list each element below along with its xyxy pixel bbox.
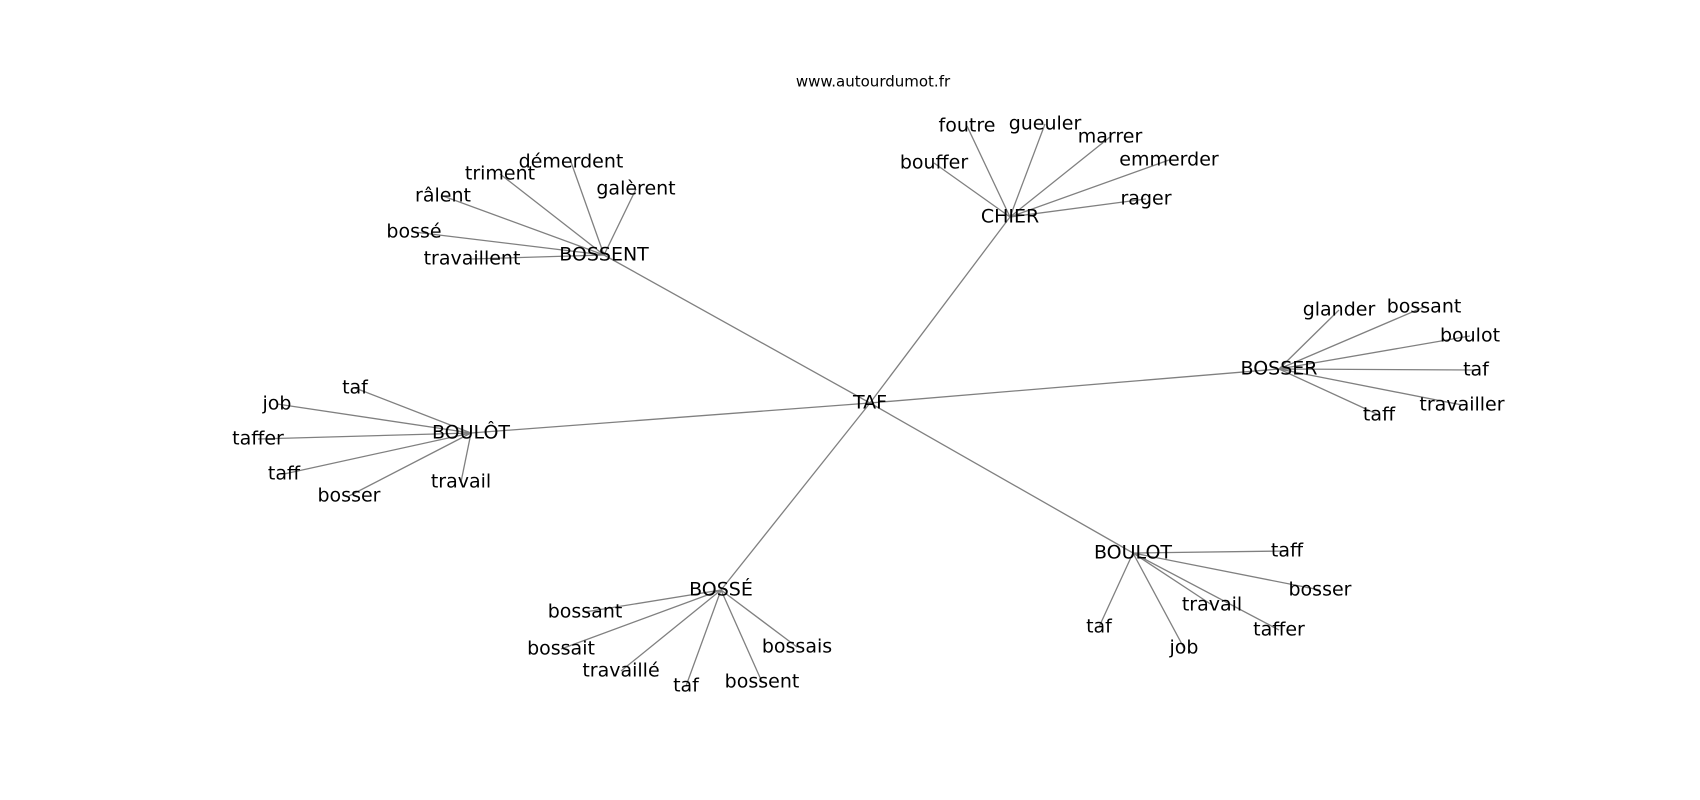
edge-bosse-accent-bossait bbox=[560, 589, 722, 650]
node-leaf-bosse-accent-bossant[interactable]: bossant bbox=[548, 601, 623, 623]
node-leaf-chier-bouffer[interactable]: bouffer bbox=[900, 152, 969, 174]
edge-bosse-accent-bossant bbox=[584, 589, 722, 613]
edge-chier-marrer bbox=[1009, 136, 1111, 218]
node-leaf-bosser-glander[interactable]: glander bbox=[1303, 299, 1376, 321]
edge-bosser-bossant bbox=[1278, 306, 1425, 370]
node-leaf-bosse-accent-bossent[interactable]: bossent bbox=[725, 671, 800, 693]
node-leaf-boulot-accent-taf[interactable]: taf bbox=[342, 377, 369, 399]
node-leaf-boulot-accent-bosser[interactable]: bosser bbox=[318, 485, 381, 507]
node-leaf-boulot-travail[interactable]: travail bbox=[1182, 594, 1242, 616]
node-leaf-chier-gueuler[interactable]: gueuler bbox=[1009, 113, 1082, 135]
edge-boulot-accent-travail bbox=[460, 432, 472, 483]
edge-taf-boulot bbox=[869, 402, 1134, 554]
edge-taf-boulot-accent bbox=[470, 402, 871, 434]
node-leaf-boulot-accent-job[interactable]: job bbox=[262, 393, 292, 415]
node-leaf-boulot-taffer[interactable]: taffer bbox=[1253, 619, 1305, 641]
node-leaf-bosse-accent-taf[interactable]: taf bbox=[673, 675, 700, 697]
edge-chier-foutre bbox=[966, 125, 1011, 218]
node-leaf-boulot-taf[interactable]: taf bbox=[1086, 616, 1113, 638]
edges bbox=[257, 123, 1477, 687]
node-hub-boulot-accent[interactable]: BOULÔT bbox=[432, 420, 510, 444]
node-leaf-chier-marrer[interactable]: marrer bbox=[1078, 126, 1143, 148]
edge-boulot-accent-taf bbox=[354, 387, 472, 434]
edge-chier-emmerder bbox=[1009, 159, 1170, 218]
node-leaf-bossent-bosse[interactable]: bossé bbox=[386, 221, 441, 243]
node-hub-bosse-accent[interactable]: BOSSÉ bbox=[689, 578, 753, 601]
edge-bosser-travailler bbox=[1278, 368, 1463, 406]
edge-chier-rager bbox=[1009, 198, 1147, 218]
node-leaf-bosse-accent-bossais[interactable]: bossais bbox=[762, 636, 832, 658]
edge-taf-bosser bbox=[869, 368, 1280, 404]
edge-boulot-accent-job bbox=[276, 403, 472, 434]
node-hub-boulot[interactable]: BOULOT bbox=[1094, 542, 1172, 564]
edge-bossent-triment bbox=[499, 173, 605, 256]
edge-bosse-accent-bossais bbox=[720, 589, 798, 648]
edge-taf-bossent bbox=[603, 254, 871, 404]
edge-boulot-accent-taffer bbox=[257, 432, 472, 440]
node-leaf-bosser-bossant[interactable]: bossant bbox=[1387, 296, 1462, 318]
node-leaf-bosser-travailler[interactable]: travailler bbox=[1419, 394, 1504, 416]
edge-boulot-taffer bbox=[1132, 552, 1280, 631]
node-leaf-boulot-taff[interactable]: taff bbox=[1271, 540, 1304, 562]
node-leaf-bossent-travaillent[interactable]: travaillent bbox=[424, 248, 521, 270]
node-leaf-bossent-demerdent[interactable]: démerdent bbox=[519, 151, 624, 173]
edge-boulot-bosser bbox=[1132, 552, 1321, 591]
node-leaf-boulot-accent-taffer[interactable]: taffer bbox=[232, 428, 284, 450]
node-hub-chier[interactable]: CHIER bbox=[981, 206, 1039, 228]
node-leaf-bosser-taff[interactable]: taff bbox=[1363, 404, 1396, 426]
node-hub-bossent[interactable]: BOSSENT bbox=[559, 244, 649, 266]
node-leaf-chier-emmerder[interactable]: emmerder bbox=[1119, 149, 1219, 171]
edge-boulot-travail bbox=[1132, 552, 1213, 606]
edge-bossent-ralent bbox=[442, 195, 605, 256]
edge-chier-gueuler bbox=[1009, 123, 1046, 218]
node-leaf-bosse-accent-travaille[interactable]: travaillé bbox=[582, 660, 659, 682]
edge-boulot-taf bbox=[1098, 552, 1134, 628]
node-leaf-bossent-galerent[interactable]: galèrent bbox=[596, 178, 675, 200]
edge-bosse-accent-bossent bbox=[720, 589, 763, 683]
edge-bosser-taff bbox=[1278, 368, 1380, 416]
node-leaf-bossent-triment[interactable]: triment bbox=[465, 163, 535, 185]
edge-bossent-galerent bbox=[603, 188, 637, 256]
edge-bosser-boulot bbox=[1278, 335, 1471, 370]
edge-bosser-taf bbox=[1278, 368, 1477, 371]
edge-boulot-accent-taff bbox=[283, 432, 472, 475]
node-leaf-chier-rager[interactable]: rager bbox=[1120, 188, 1171, 210]
edge-bossent-bosse bbox=[413, 231, 605, 256]
node-leaf-boulot-bosser[interactable]: bosser bbox=[1289, 579, 1352, 601]
node-leaf-boulot-job[interactable]: job bbox=[1169, 637, 1199, 659]
edge-bossent-travaillent bbox=[471, 254, 605, 260]
node-leaf-boulot-accent-taff[interactable]: taff bbox=[268, 463, 301, 485]
node-leaf-boulot-accent-travail[interactable]: travail bbox=[431, 471, 491, 493]
edge-taf-chier bbox=[869, 216, 1011, 404]
edge-boulot-accent-bosser bbox=[348, 432, 472, 497]
edge-taf-bosse-accent bbox=[720, 402, 871, 591]
edge-bosse-accent-travaille bbox=[620, 589, 722, 672]
node-leaf-bosser-taf[interactable]: taf bbox=[1463, 359, 1490, 381]
edge-bosse-accent-taf bbox=[685, 589, 722, 687]
node-leaf-bossent-ralent[interactable]: râlent bbox=[415, 185, 471, 207]
edge-bossent-demerdent bbox=[570, 161, 605, 256]
node-leaf-bosse-accent-bossait[interactable]: bossait bbox=[527, 638, 595, 660]
edge-bosser-glander bbox=[1278, 309, 1340, 370]
edge-boulot-taff bbox=[1132, 550, 1288, 554]
node-leaf-bosser-boulot[interactable]: boulot bbox=[1440, 325, 1500, 347]
node-center-taf[interactable]: TAF bbox=[852, 392, 887, 414]
edge-boulot-job bbox=[1132, 552, 1185, 649]
edge-chier-bouffer bbox=[933, 162, 1011, 218]
node-hub-bosser[interactable]: BOSSER bbox=[1241, 358, 1318, 380]
watermark-text: www.autourdumot.fr bbox=[796, 73, 951, 91]
node-leaf-chier-foutre[interactable]: foutre bbox=[939, 115, 996, 137]
